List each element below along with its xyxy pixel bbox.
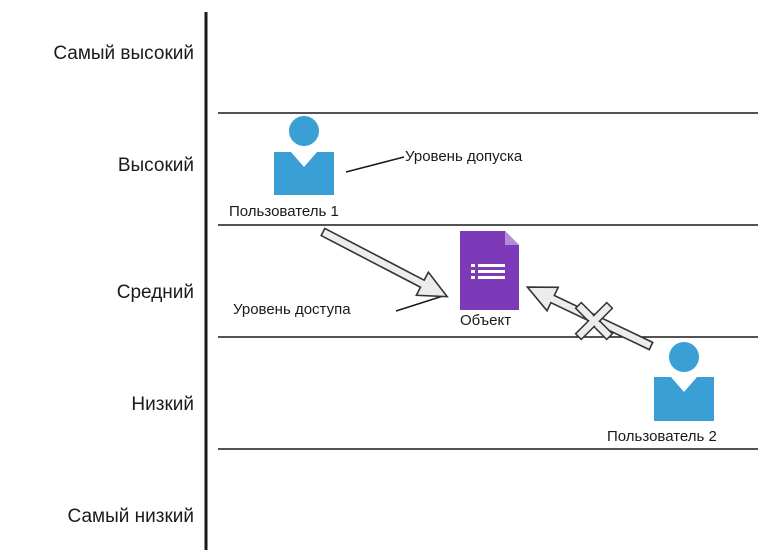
allowed-access-arrow xyxy=(320,227,449,298)
user1-label: Пользователь 1 xyxy=(229,203,339,220)
x-cross-icon xyxy=(574,301,614,341)
level-label-medium: Средний xyxy=(116,282,194,303)
access-level-annotation: Уровень доступа xyxy=(233,301,351,318)
clearance-leader-line xyxy=(345,156,405,173)
object-label: Объект xyxy=(460,312,512,329)
level-label-highest: Самый высокий xyxy=(53,43,194,64)
user2-person-icon xyxy=(654,342,714,421)
level-label-high: Высокий xyxy=(117,155,194,176)
clearance-level-annotation: Уровень допуска xyxy=(405,148,523,165)
object-document-icon xyxy=(460,231,519,310)
level-label-low: Низкий xyxy=(131,394,194,415)
user2-label: Пользователь 2 xyxy=(607,428,717,445)
user1-person-icon xyxy=(274,116,334,195)
level-label-lowest: Самый низкий xyxy=(67,506,194,527)
access-leader-line xyxy=(395,295,444,312)
